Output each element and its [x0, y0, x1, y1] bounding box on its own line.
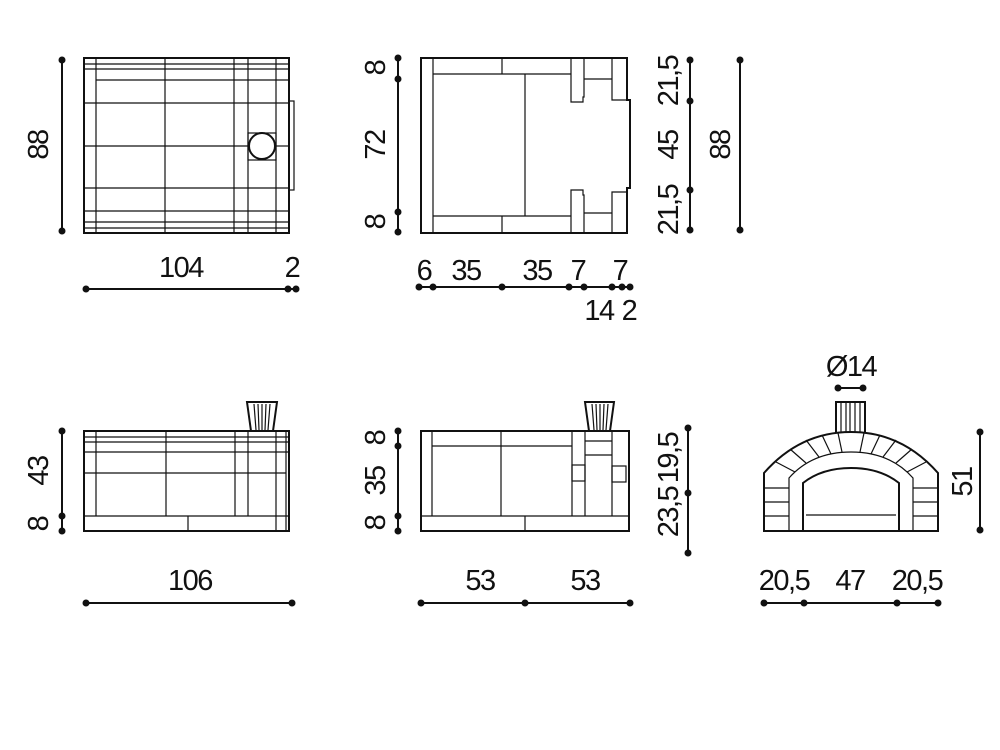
side-view: 43 8 106: [23, 401, 296, 607]
height-label: 43: [23, 456, 55, 486]
chimney-hole: [248, 132, 276, 160]
oven-dome: [763, 430, 939, 532]
bottom-dim-5: 7: [613, 255, 628, 287]
left-dim-bottom: 8: [360, 214, 392, 229]
oven-opening: [802, 466, 900, 531]
section-view: 8 72 8 21,5 45 21,5 88 6 35 35 7 7 14 2: [360, 54, 744, 327]
front-view: Ø14 51 20,5 47 20,5: [759, 351, 984, 607]
bottom-dim-3: 35: [522, 255, 552, 287]
width-left-label: 53: [465, 565, 495, 597]
bottom-dim-4: 7: [571, 255, 586, 287]
left-dim-top: 8: [360, 60, 392, 75]
right-dim-bottom: 23,5: [653, 486, 685, 537]
left-dim-top: 8: [360, 430, 392, 445]
bottom-dim-2: 35: [451, 255, 481, 287]
bottom-dim-7: 2: [622, 295, 637, 327]
total-depth-label: 88: [705, 130, 737, 160]
base-height-label: 8: [23, 516, 55, 531]
section-outline: [420, 57, 631, 234]
width-label: 106: [168, 565, 212, 597]
right-dim-top: 21,5: [653, 55, 685, 106]
width-right-label: 53: [570, 565, 600, 597]
width-left-label: 20,5: [759, 565, 810, 597]
height-label: 88: [23, 130, 55, 160]
side-outline: [83, 430, 290, 532]
left-dim-middle: 72: [360, 130, 392, 160]
bottom-dim-6: 14: [584, 295, 615, 327]
left-dim-bottom: 8: [360, 515, 392, 530]
width-middle-label: 47: [835, 565, 865, 597]
right-dim-top: 19,5: [653, 432, 685, 483]
door-plate: [288, 100, 295, 191]
left-dim-middle: 35: [360, 466, 392, 496]
plate-width-label: 2: [285, 252, 300, 284]
height-label: 51: [947, 467, 979, 497]
chimney-diameter-label: Ø14: [826, 351, 878, 383]
right-dim-bottom: 21,5: [653, 184, 685, 235]
width-right-label: 20,5: [892, 565, 943, 597]
right-dim-middle: 45: [653, 130, 685, 160]
width-label: 104: [159, 252, 204, 284]
side-section-view: 8 35 8 19,5 23,5 53 53: [360, 401, 692, 607]
bottom-dim-1: 6: [417, 255, 432, 287]
top-view: 88 104 2: [23, 56, 301, 293]
